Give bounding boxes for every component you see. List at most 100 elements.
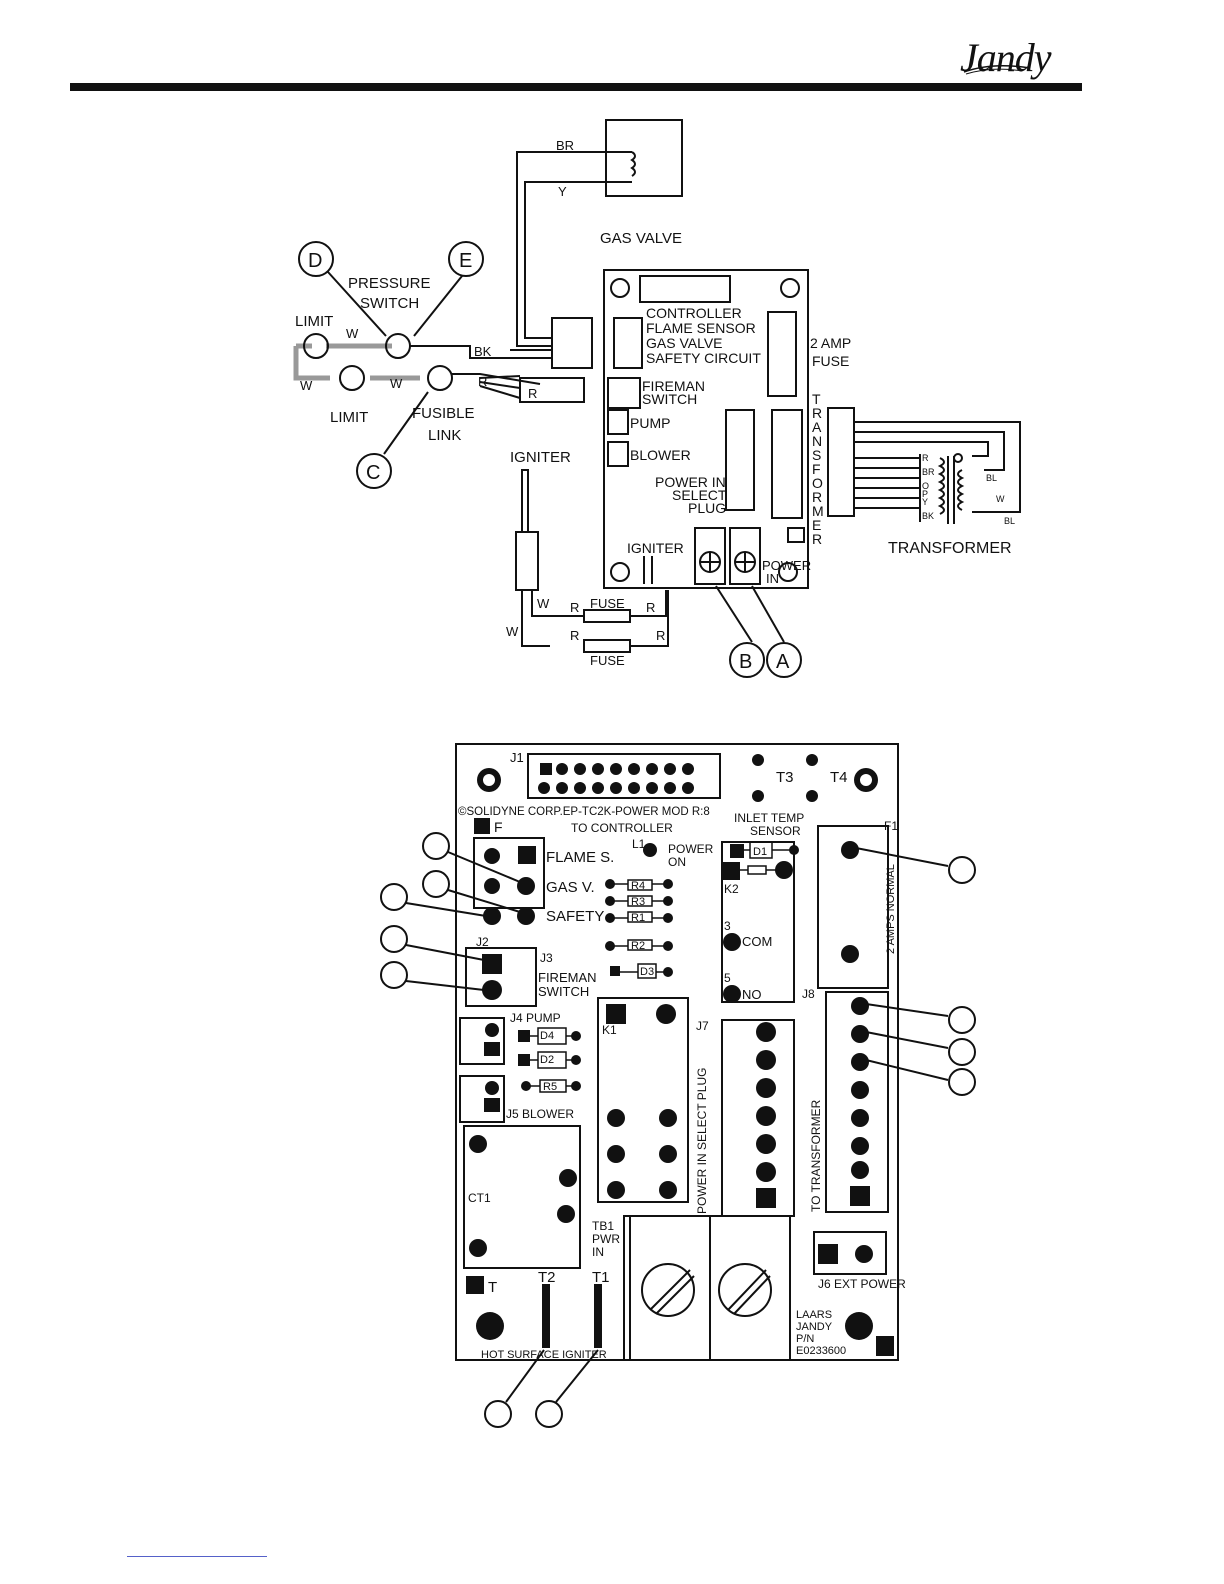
callout-d: D bbox=[308, 250, 322, 272]
fireman-switch-2: SWITCH bbox=[642, 391, 697, 407]
no-label: NO bbox=[742, 987, 762, 1002]
fusible-link bbox=[427, 365, 453, 391]
d2-label: D2 bbox=[540, 1054, 554, 1066]
d1-label: D1 bbox=[753, 846, 767, 858]
tw-5: BK bbox=[922, 511, 934, 521]
pressure-switch-label-1: PRESSURE bbox=[348, 275, 431, 292]
d4-label: D4 bbox=[540, 1030, 554, 1042]
t4-label: T4 bbox=[830, 769, 848, 786]
tw-0: R bbox=[922, 453, 929, 463]
tw-bl-2: BL bbox=[1004, 516, 1015, 526]
tv-8: M bbox=[812, 503, 824, 519]
j6-label: J6 EXT POWER bbox=[818, 1277, 906, 1291]
wire-w-label-1: W bbox=[346, 326, 359, 341]
power-in-select-2: SELECT bbox=[672, 487, 727, 503]
brand-logo: Jandy bbox=[960, 35, 1052, 80]
j4-pump-label: J4 PUMP bbox=[510, 1011, 561, 1025]
inlet-temp-1: INLET TEMP bbox=[734, 811, 804, 825]
tv-7: R bbox=[812, 489, 822, 505]
conn-line-2: FLAME SENSOR bbox=[646, 320, 756, 336]
board-diagram: J1 T3 T4 ©SOLIDYNE CORP.EP-TC2K-POWER MO… bbox=[380, 743, 976, 1428]
tb1-3: IN bbox=[592, 1245, 604, 1259]
k2-label: K2 bbox=[724, 882, 739, 896]
t1-label: T1 bbox=[592, 1269, 610, 1286]
tv-1: R bbox=[812, 405, 822, 421]
tw-w: W bbox=[996, 494, 1005, 504]
callout-a: A bbox=[776, 651, 790, 673]
j8-label: J8 bbox=[802, 987, 815, 1001]
wire-w-label-3: W bbox=[390, 376, 403, 391]
part-1: LAARS bbox=[796, 1309, 832, 1321]
conn-line-1: CONTROLLER bbox=[646, 305, 742, 321]
wire-r-label-2: R bbox=[528, 386, 537, 401]
fusible-link-label-2: LINK bbox=[428, 427, 461, 444]
j2-label: J2 bbox=[476, 935, 489, 949]
wire-bk-label: BK bbox=[474, 344, 492, 359]
board-igniter-label: IGNITER bbox=[627, 540, 684, 556]
tb1-1: TB1 bbox=[592, 1219, 614, 1233]
tv-10: R bbox=[812, 531, 822, 547]
flame-s-label: FLAME S. bbox=[546, 849, 614, 866]
header-rule bbox=[70, 83, 1082, 91]
r1-label: R1 bbox=[631, 912, 645, 924]
limit-switch-1 bbox=[303, 333, 329, 359]
conn-line-3: GAS VALVE bbox=[646, 335, 723, 351]
tw-bl-1: BL bbox=[986, 473, 997, 483]
fireman-switch-1: FIREMAN bbox=[642, 378, 705, 394]
part-4: E0233600 bbox=[796, 1345, 846, 1357]
power-in-select-3: PLUG bbox=[688, 500, 726, 516]
power-on-2: ON bbox=[668, 855, 686, 869]
wire-r-label-4: R bbox=[570, 628, 579, 643]
tv-2: A bbox=[812, 419, 822, 435]
callout-e: E bbox=[459, 250, 472, 272]
gas-valve-box bbox=[605, 119, 683, 197]
power-in-select-1: POWER IN bbox=[655, 474, 726, 490]
fuse-2amp-2: FUSE bbox=[812, 353, 849, 369]
conn-line-4: SAFETY CIRCUIT bbox=[646, 350, 761, 366]
tv-0: T bbox=[812, 391, 821, 407]
wire-r-label-5: R bbox=[646, 600, 655, 615]
limit-label-1: LIMIT bbox=[295, 313, 333, 330]
tv-4: S bbox=[812, 447, 821, 463]
f-mark: F bbox=[494, 819, 503, 835]
r4-label: R4 bbox=[631, 880, 645, 892]
tb1-2: PWR bbox=[592, 1232, 620, 1246]
j3-label: J3 bbox=[540, 951, 553, 965]
tv-6: O bbox=[812, 475, 823, 491]
copyright-label: ©SOLIDYNE CORP.EP-TC2K-POWER MOD R:8 bbox=[458, 806, 710, 818]
fuse-label-2: FUSE bbox=[590, 653, 625, 668]
l1-label: L1 bbox=[632, 837, 646, 851]
pump-label: PUMP bbox=[630, 415, 670, 431]
t3-label: T3 bbox=[776, 769, 794, 786]
j7-label: J7 bbox=[696, 1019, 709, 1033]
wire-r-label-6: R bbox=[656, 628, 665, 643]
fuse-label-1: FUSE bbox=[590, 596, 625, 611]
j1-label: J1 bbox=[510, 750, 524, 765]
hot-surface-label: HOT SURFACE IGNITER bbox=[481, 1349, 607, 1361]
pressure-switch bbox=[385, 333, 411, 359]
tw-2: O bbox=[922, 481, 929, 491]
power-in-1: POWER bbox=[762, 558, 811, 573]
gas-valve-label: GAS VALVE bbox=[600, 230, 682, 247]
to-transformer-label: TO TRANSFORMER bbox=[809, 1099, 823, 1212]
d3-label: D3 bbox=[640, 966, 654, 978]
two-amps-label: 2 AMPS NORMAL bbox=[885, 864, 897, 954]
tv-9: E bbox=[812, 517, 821, 533]
logo-swoosh bbox=[963, 65, 1031, 75]
k1-label: K1 bbox=[602, 1023, 617, 1037]
callout-b: B bbox=[739, 651, 752, 673]
tv-3: N bbox=[812, 433, 822, 449]
footer-link-underline[interactable] bbox=[127, 1556, 267, 1557]
tv-5: F bbox=[812, 461, 821, 477]
wire-r-label-3: R bbox=[570, 600, 579, 615]
igniter-label: IGNITER bbox=[510, 449, 571, 466]
com-label: COM bbox=[742, 934, 772, 949]
to-controller-label: TO CONTROLLER bbox=[571, 821, 673, 835]
t-mark: T bbox=[488, 1279, 497, 1296]
wire-y-label: Y bbox=[558, 184, 567, 199]
power-in-select-label: POWER IN SELECT PLUG bbox=[695, 1068, 709, 1214]
tw-4: Y bbox=[922, 497, 928, 507]
power-in-2: IN bbox=[766, 571, 779, 586]
fuse-2amp-1: 2 AMP bbox=[810, 335, 851, 351]
t2-label: T2 bbox=[538, 1269, 556, 1286]
